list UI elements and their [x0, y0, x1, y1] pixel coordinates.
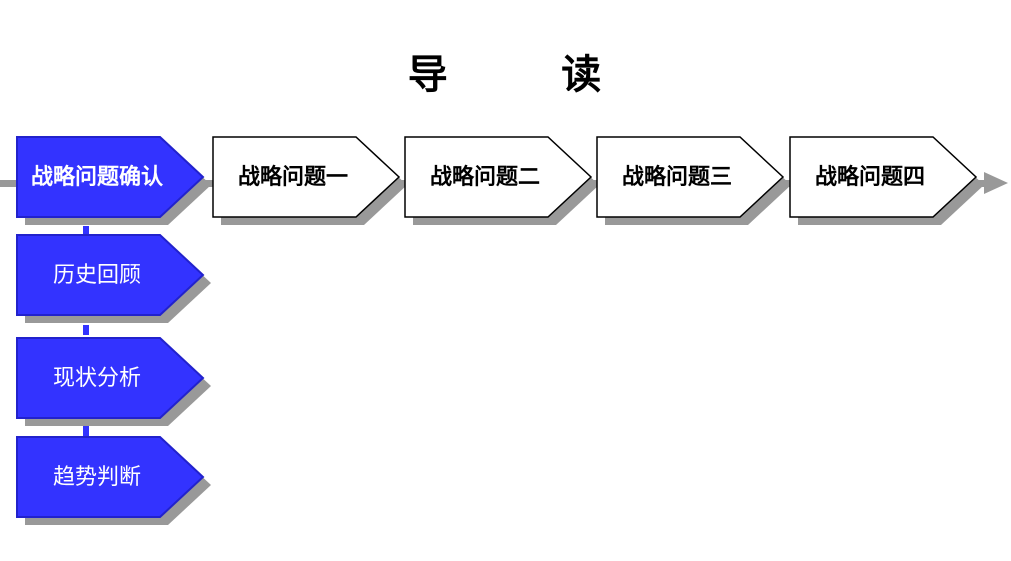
arrow-shape [404, 136, 599, 225]
arrow-shape [16, 234, 211, 323]
step-label: 现状分析 [52, 365, 141, 391]
step-strategic-issue-4: 战略问题四 [789, 136, 985, 226]
flow-connector-arrowhead-icon [984, 172, 1008, 194]
arrow-body [16, 136, 205, 218]
arrow-body [404, 136, 593, 218]
step-strategic-issue-confirmation: 战略问题确认 [16, 136, 212, 226]
page-title: 导 读 [407, 52, 604, 98]
substep-current-situation-analysis: 现状分析 [16, 337, 212, 427]
step-strategic-issue-3: 战略问题三 [596, 136, 792, 226]
arrow-body [789, 136, 978, 218]
arrow-shape [16, 136, 211, 225]
arrow-body [16, 234, 205, 316]
arrow-shape [212, 136, 407, 225]
vertical-dash-connector [83, 426, 89, 436]
arrow-shape [16, 337, 211, 426]
arrow-body [596, 136, 785, 218]
substep-trend-judgement: 趋势判断 [16, 436, 212, 526]
step-label: 战略问题二 [429, 164, 540, 190]
arrow-shape [16, 436, 211, 525]
vertical-dash-connector [83, 325, 89, 335]
step-label: 战略问题一 [237, 164, 348, 190]
step-label: 战略问题四 [814, 164, 925, 190]
step-strategic-issue-1: 战略问题一 [212, 136, 408, 226]
vertical-dash-connector [83, 226, 89, 236]
step-label: 战略问题确认 [30, 164, 163, 190]
substep-history-review: 历史回顾 [16, 234, 212, 324]
step-label: 历史回顾 [52, 262, 141, 288]
arrow-shape [596, 136, 791, 225]
step-label: 趋势判断 [52, 464, 141, 490]
arrow-body [212, 136, 401, 218]
arrow-shape [789, 136, 984, 225]
step-strategic-issue-2: 战略问题二 [404, 136, 600, 226]
step-label: 战略问题三 [621, 164, 732, 190]
arrow-body [16, 436, 205, 518]
arrow-body [16, 337, 205, 419]
